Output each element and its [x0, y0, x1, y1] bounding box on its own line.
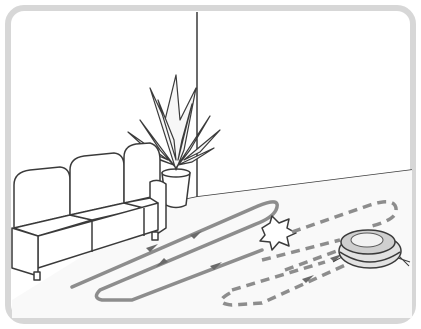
robot-cleaning-illustration: [0, 0, 421, 329]
